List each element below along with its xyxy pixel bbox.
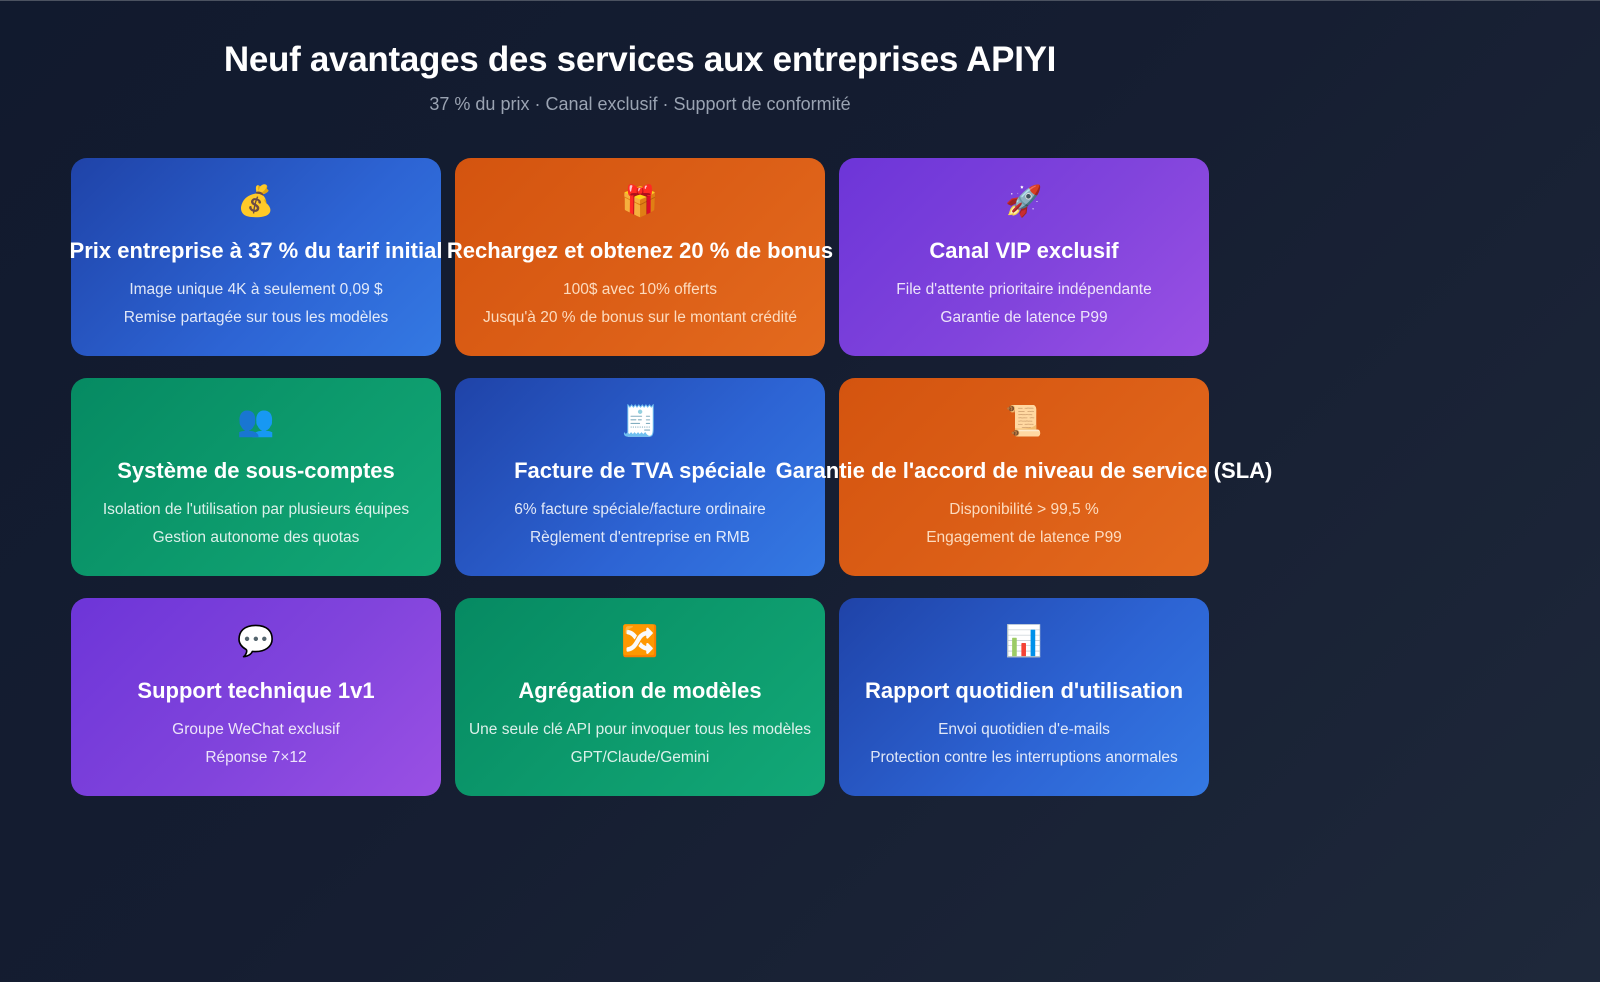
card-line: Engagement de latence P99 bbox=[926, 529, 1122, 546]
card-title: Prix entreprise à 37 % du tarif initial bbox=[69, 238, 443, 263]
page-title: Neuf avantages des services aux entrepri… bbox=[223, 40, 1057, 79]
card-recharge-bonus: 🎁 Rechargez et obtenez 20 % de bonus 100… bbox=[447, 158, 833, 356]
card-title: Canal VIP exclusif bbox=[929, 238, 1119, 263]
card-line: Disponibilité > 99,5 % bbox=[949, 501, 1099, 518]
card-title: Agrégation de modèles bbox=[518, 678, 762, 703]
card-sla-guarantee: 📜 Garantie de l'accord de niveau de serv… bbox=[776, 378, 1272, 576]
card-line: File d'attente prioritaire indépendante bbox=[896, 281, 1152, 298]
card-title: Système de sous-comptes bbox=[117, 458, 395, 483]
card-line: 6% facture spéciale/facture ordinaire bbox=[514, 501, 766, 518]
card-model-aggregation: 🔀 Agrégation de modèles Une seule clé AP… bbox=[455, 598, 825, 796]
shuffle-icon: 🔀 bbox=[621, 624, 659, 659]
receipt-icon: 🧾 bbox=[621, 404, 659, 439]
card-daily-report: 📊 Rapport quotidien d'utilisation Envoi … bbox=[839, 598, 1209, 796]
card-tech-support: 💬 Support technique 1v1 Groupe WeChat ex… bbox=[71, 598, 441, 796]
page-subtitle: 37 % du prix · Canal exclusif · Support … bbox=[429, 94, 851, 114]
gift-icon: 🎁 bbox=[621, 184, 659, 219]
card-line: Jusqu'à 20 % de bonus sur le montant cré… bbox=[482, 309, 797, 326]
card-line: GPT/Claude/Gemini bbox=[570, 749, 710, 766]
card-title: Support technique 1v1 bbox=[137, 678, 375, 703]
card-title: Garantie de l'accord de niveau de servic… bbox=[775, 458, 1273, 483]
scroll-icon: 📜 bbox=[1005, 404, 1043, 439]
card-line: 100$ avec 10% offerts bbox=[563, 281, 717, 298]
money-bag-icon: 💰 bbox=[237, 184, 275, 219]
card-line: Remise partagée sur tous les modèles bbox=[123, 309, 389, 326]
card-title: Rechargez et obtenez 20 % de bonus bbox=[446, 238, 834, 263]
benefits-grid: 💰 Prix entreprise à 37 % du tarif initia… bbox=[69, 158, 1272, 796]
card-title: Facture de TVA spéciale bbox=[514, 458, 766, 483]
card-vip-channel: 🚀 Canal VIP exclusif File d'attente prio… bbox=[839, 158, 1209, 356]
card-line: Réponse 7×12 bbox=[205, 749, 307, 766]
card-line: Envoi quotidien d'e-mails bbox=[938, 721, 1110, 738]
card-line: Protection contre les interruptions anor… bbox=[870, 749, 1178, 766]
card-line: Isolation de l'utilisation par plusieurs… bbox=[102, 501, 410, 518]
card-title: Rapport quotidien d'utilisation bbox=[864, 678, 1184, 703]
card-sub-accounts: 👥 Système de sous-comptes Isolation de l… bbox=[71, 378, 441, 576]
card-line: Gestion autonome des quotas bbox=[152, 529, 360, 546]
rocket-icon: 🚀 bbox=[1005, 184, 1043, 219]
card-line: Groupe WeChat exclusif bbox=[172, 721, 340, 738]
card-line: Image unique 4K à seulement 0,09 $ bbox=[129, 281, 383, 298]
users-icon: 👥 bbox=[237, 404, 275, 439]
card-line: Garantie de latence P99 bbox=[940, 309, 1108, 326]
card-line: Règlement d'entreprise en RMB bbox=[529, 529, 751, 546]
speech-bubble-icon: 💬 bbox=[237, 624, 275, 659]
bar-chart-icon: 📊 bbox=[1005, 624, 1043, 659]
card-enterprise-price: 💰 Prix entreprise à 37 % du tarif initia… bbox=[69, 158, 443, 356]
header: Neuf avantages des services aux entrepri… bbox=[71, 37, 1209, 115]
card-vat-invoice: 🧾 Facture de TVA spéciale 6% facture spé… bbox=[455, 378, 825, 576]
card-line: Une seule clé API pour invoquer tous les… bbox=[468, 721, 812, 738]
